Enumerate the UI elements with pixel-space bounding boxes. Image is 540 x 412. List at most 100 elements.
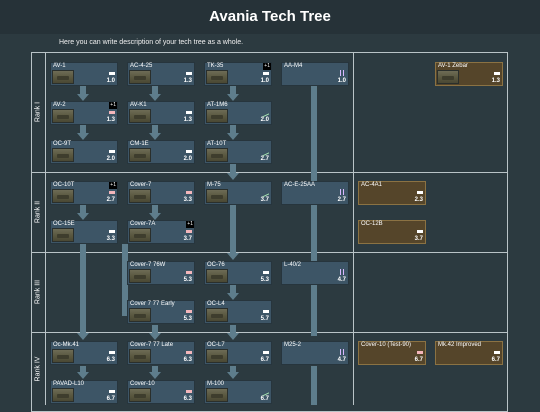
vehicle-card-oc-10t[interactable]: OC-10T +1 2.7 (50, 181, 118, 205)
vehicle-name: AV-1 Zebar (438, 63, 468, 69)
vehicle-card-cover-7a[interactable]: Cover-7A +1 3.7 (127, 220, 195, 244)
tank-icon (129, 148, 151, 162)
rank-divider (31, 332, 508, 333)
light-tank-icon (263, 72, 269, 75)
connector (230, 325, 236, 335)
tank-icon (52, 228, 74, 242)
vehicle-name: AC-4-25 (130, 63, 153, 69)
battle-rating: 6.7 (106, 396, 115, 402)
battle-rating: 3.7 (414, 236, 423, 242)
connector (80, 85, 86, 97)
battle-rating: 1.0 (260, 78, 269, 84)
vehicle-card-aa-m4[interactable]: AA-M4 1.0 (281, 62, 349, 86)
vehicle-name: Cover-10 (Test-90) (361, 342, 412, 348)
connector (230, 204, 236, 255)
vehicle-card-ac-4a1[interactable]: AC-4A1 2.3 (358, 181, 426, 205)
battle-rating: 2.7 (106, 197, 115, 203)
connector (80, 366, 86, 375)
light-tank-icon (109, 230, 115, 233)
light-tank-icon (417, 191, 423, 194)
connector-arrow (77, 372, 89, 379)
vehicle-card-oc-15e[interactable]: OC-15E 3.3 (50, 220, 118, 244)
tank-icon (206, 308, 228, 322)
vehicle-name: AV-2 (53, 102, 66, 108)
vehicle-card-av-2[interactable]: AV-2 +1 1.3 (50, 101, 118, 125)
tree-description: Here you can write description of your t… (59, 39, 244, 46)
light-tank-icon (109, 72, 115, 75)
connector-arrow (149, 213, 161, 220)
battle-rating: 3.3 (183, 197, 192, 203)
tank-icon (129, 388, 151, 402)
vehicle-card-tk-35[interactable]: TK-35 +1 1.0 (204, 62, 272, 86)
battle-rating: 6.7 (491, 357, 500, 363)
vehicle-card-at-1m6[interactable]: AT-1M6 2.0 (204, 101, 272, 125)
tank-icon (206, 388, 228, 402)
battle-rating: 2.3 (414, 197, 423, 203)
vehicle-card-pavad-l10[interactable]: PAVAD-L10 6.7 (50, 380, 118, 404)
connector-arrow (149, 333, 161, 340)
spaa-icon (340, 349, 346, 355)
battle-rating: 6.3 (183, 357, 192, 363)
vehicle-card-cover-10[interactable]: Cover-10 6.3 (127, 380, 195, 404)
vehicle-card-oc-9t[interactable]: OC-9T 2.0 (50, 140, 118, 164)
vehicle-name: M25-2 (284, 342, 302, 348)
light-tank-icon (263, 351, 269, 354)
vehicle-card-cover-7-77-early[interactable]: Cover 7 77 Early 5.3 (127, 300, 195, 324)
vehicle-card-ac-4-25[interactable]: AC-4-25 1.3 (127, 62, 195, 86)
battle-rating: 2.0 (106, 156, 115, 162)
tank-icon (129, 189, 151, 203)
connector-arrow (227, 293, 239, 300)
vehicle-name: Cover 7 77 Early (130, 301, 175, 307)
battle-rating: 6.3 (106, 357, 115, 363)
light-tank-icon (186, 111, 192, 114)
vehicle-card-m25-2[interactable]: M25-2 4.7 (281, 341, 349, 365)
vehicle-card-m-100[interactable]: M-100 6.7 (204, 380, 272, 404)
vehicle-name: Cover-7 76W (130, 262, 166, 268)
vehicle-card-cm-1e[interactable]: CM-1E 2.0 (127, 140, 195, 164)
connector (230, 163, 236, 175)
vehicle-card-av-1-zebar[interactable]: AV-1 Zebar 1.3 (435, 62, 503, 86)
battle-rating: 6.7 (260, 357, 269, 363)
page-title: Avania Tech Tree (209, 8, 331, 25)
vehicle-card-oc-12b[interactable]: OC-12B 3.7 (358, 220, 426, 244)
vehicle-card-cover-7-77-late[interactable]: Cover-7 77 Late 6.3 (127, 341, 195, 365)
connector (152, 366, 158, 375)
battle-rating: 2.0 (260, 117, 269, 123)
vehicle-name: AV-K1 (130, 102, 147, 108)
battle-rating: 3.7 (183, 236, 192, 242)
battle-rating: 2.7 (260, 156, 269, 162)
vehicle-card-mk42-improved[interactable]: Mk.42 Improved 6.7 (435, 341, 503, 365)
tank-icon (129, 228, 151, 242)
tank-icon (206, 189, 228, 203)
connector (152, 85, 158, 97)
vehicle-card-at-10t[interactable]: AT-10T 2.7 (204, 140, 272, 164)
battle-rating: 1.3 (183, 117, 192, 123)
medium-tank-icon (186, 271, 192, 274)
connector-arrow (77, 333, 89, 340)
vehicle-card-cover-10-test-90[interactable]: Cover-10 (Test-90) 6.7 (358, 341, 426, 365)
tank-icon (206, 70, 228, 84)
battle-rating: 5.3 (183, 316, 192, 322)
group-count-badge: +1 (263, 63, 271, 70)
vehicle-card-av-k1[interactable]: AV-K1 1.3 (127, 101, 195, 125)
battle-rating: 1.3 (183, 78, 192, 84)
vehicle-card-ac-e-25aa[interactable]: AC-E-25AA 2.7 (281, 181, 349, 205)
connector (230, 366, 236, 375)
vehicle-card-cover-7-76w[interactable]: Cover-7 76W 5.3 (127, 261, 195, 285)
vehicle-card-cover-7[interactable]: Cover-7 3.3 (127, 181, 195, 205)
vehicle-card-m-75[interactable]: M-75 3.7 (204, 181, 272, 205)
vehicle-card-oc-l4[interactable]: OC-L4 5.7 (204, 300, 272, 324)
vehicle-card-oc-l7[interactable]: OC-L7 6.7 (204, 341, 272, 365)
spaa-icon (340, 70, 346, 76)
medium-tank-icon (186, 230, 192, 233)
connector-arrow (149, 372, 161, 379)
vehicle-name: L-40/2 (284, 262, 302, 268)
vehicle-name: M-100 (207, 381, 225, 387)
vehicle-card-oc-mk41[interactable]: Oc-Mk.41 6.3 (50, 341, 118, 365)
vehicle-card-l-40-2[interactable]: L-40/2 4.7 (281, 261, 349, 285)
vehicle-card-av-1[interactable]: AV-1 1.0 (50, 62, 118, 86)
title-bar (0, 0, 540, 34)
vehicle-name: Cover-7A (130, 221, 156, 227)
vehicle-card-oc-76[interactable]: OC-76 5.3 (204, 261, 272, 285)
tank-icon (129, 109, 151, 123)
